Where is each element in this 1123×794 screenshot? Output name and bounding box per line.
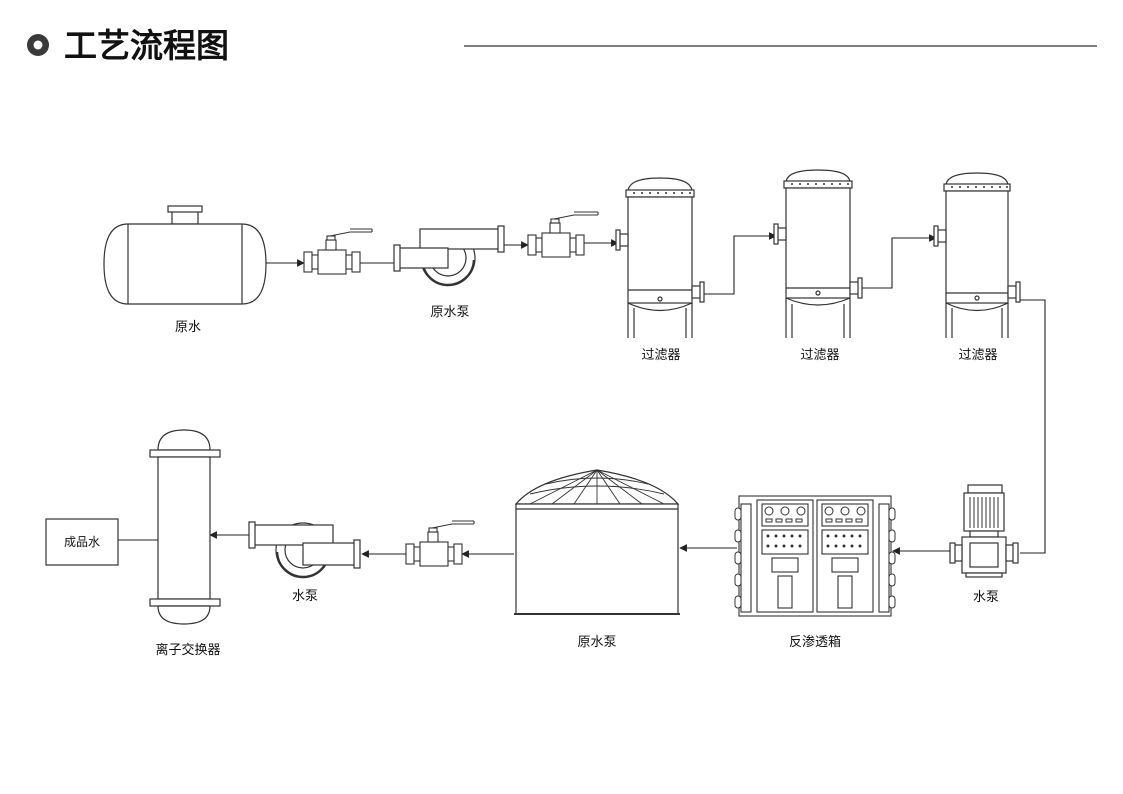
page-title: 工艺流程图 <box>64 26 229 65</box>
ro-membrane-ends <box>734 507 896 609</box>
water-pump-left-label: 水泵 <box>292 589 318 604</box>
filter-3-label: 过滤器 <box>958 348 997 363</box>
ro-gauges <box>764 506 866 523</box>
pump-motor-fins <box>969 497 999 528</box>
ball-valve-icon <box>303 228 373 275</box>
filter-1-label: 过滤器 <box>641 348 680 363</box>
header: 工艺流程图 <box>27 26 1097 65</box>
pipe <box>1020 299 1046 554</box>
filter-2-label: 过滤器 <box>800 348 839 363</box>
reverse-osmosis-unit <box>738 495 892 617</box>
filter-vessel-3 <box>933 172 1021 338</box>
storage-tank-label: 原水泵 <box>577 635 616 650</box>
raw-water-tank-label: 原水 <box>175 320 201 335</box>
product-water-label: 成品水 <box>64 535 100 549</box>
ion-exchanger <box>149 429 221 625</box>
water-pump-left <box>248 521 361 579</box>
ball-valve-icon <box>405 520 475 567</box>
vertical-pump <box>949 484 1019 578</box>
product-water-box <box>45 518 119 566</box>
filter-2-rivets <box>791 183 849 185</box>
raw-water-pump <box>393 225 505 287</box>
filter-vessel-2 <box>773 169 863 338</box>
water-pump-right-label: 水泵 <box>973 590 999 605</box>
filter-3-rivets <box>951 186 1008 188</box>
pipe <box>704 232 777 295</box>
dome-ribs <box>529 469 665 505</box>
filter-vessel-1 <box>615 177 705 338</box>
filter-1-rivets <box>633 192 691 194</box>
raw-water-tank <box>103 205 267 305</box>
ro-buttons <box>766 534 862 548</box>
ro-unit-label: 反渗透箱 <box>789 634 841 650</box>
ion-exchanger-label: 离子交换器 <box>155 642 220 658</box>
ball-valve-icon <box>527 211 599 258</box>
pipe <box>862 234 937 289</box>
raw-water-pump-label: 原水泵 <box>430 305 469 320</box>
